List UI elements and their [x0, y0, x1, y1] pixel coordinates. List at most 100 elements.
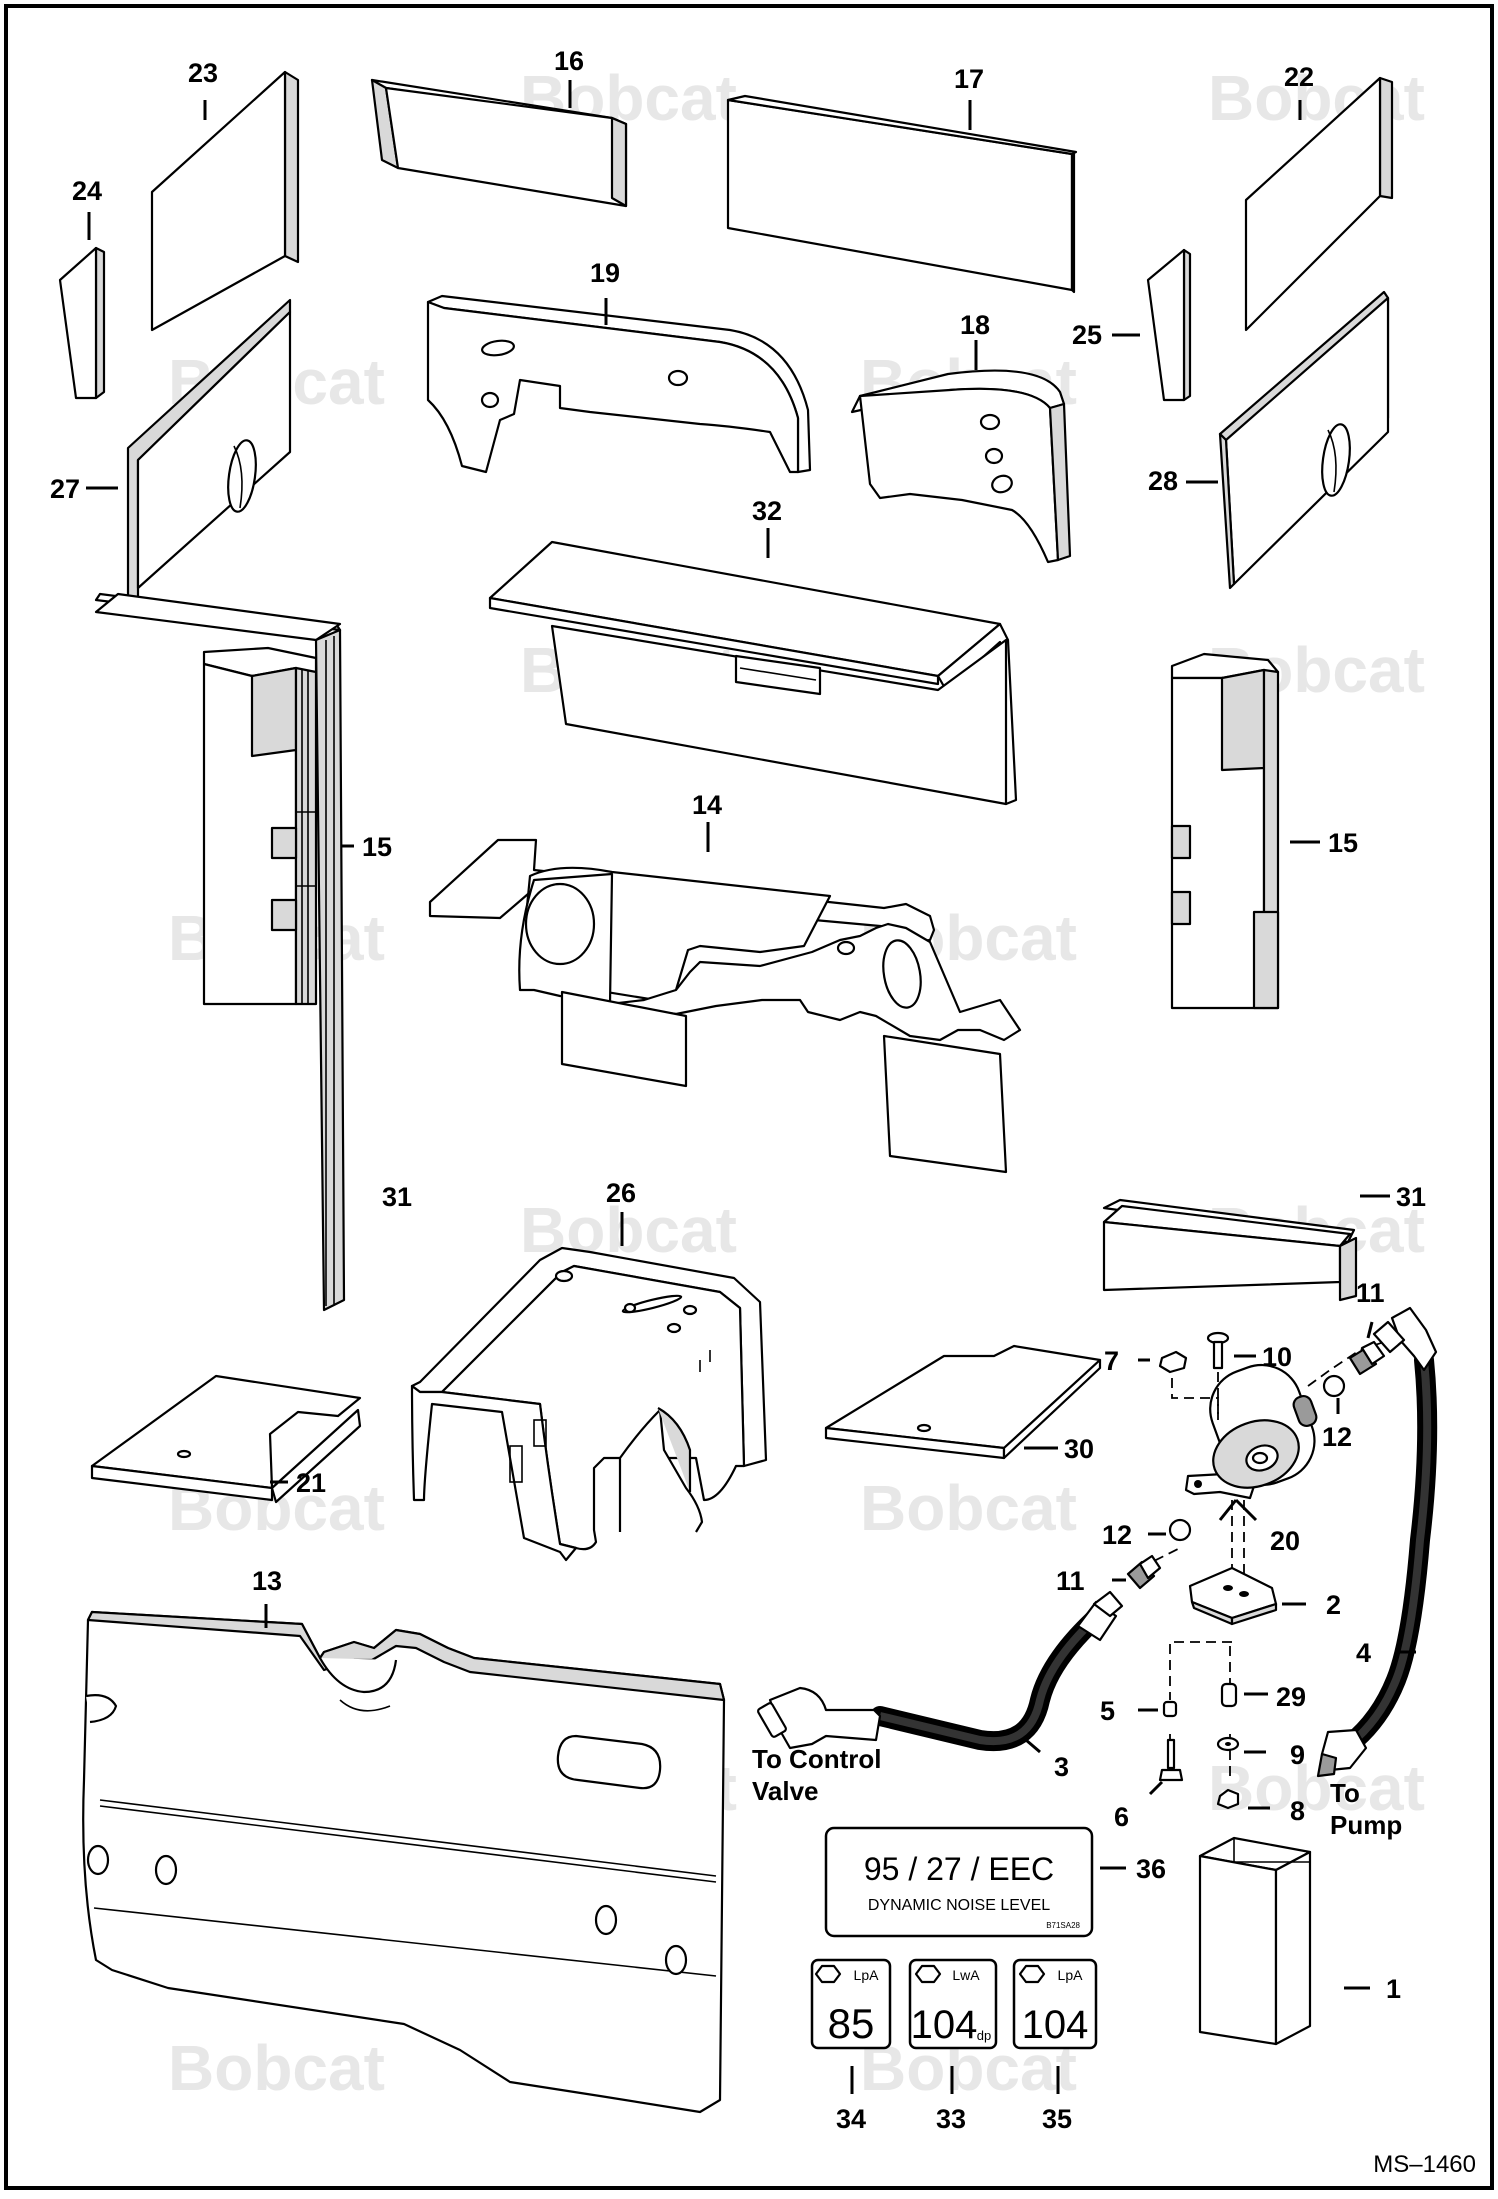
callout-30: 30	[1064, 1434, 1094, 1464]
part-4-hose	[1316, 1306, 1438, 1778]
decal-33-tag: LwA	[952, 1967, 980, 1983]
part-20-solenoid	[1184, 1363, 1318, 1522]
label-to-pump-2: Pump	[1330, 1810, 1402, 1840]
part-25-strip	[1112, 248, 1192, 402]
part-13-panel	[82, 1604, 726, 2114]
callout-7: 7	[1104, 1346, 1119, 1376]
decal-35-value: 104	[1022, 2003, 1089, 2047]
callout-31-right: 31	[1396, 1182, 1426, 1212]
callout-23: 23	[188, 58, 218, 88]
part-31-block-right	[1102, 1194, 1390, 1302]
callout-34: 34	[836, 2104, 866, 2134]
part-28-panel	[1186, 290, 1390, 590]
callout-9: 9	[1290, 1740, 1305, 1770]
part-2-bracket	[1188, 1566, 1306, 1626]
part-12-oring-bottom	[1148, 1518, 1192, 1542]
decal-33-value: 104	[911, 2003, 978, 2047]
part-29-spacer	[1220, 1682, 1268, 1708]
callout-11-top: 11	[1356, 1278, 1385, 1308]
part-11-fitting-bottom	[1112, 1554, 1162, 1590]
callout-32: 32	[752, 496, 782, 526]
part-16-strip	[370, 78, 628, 208]
callout-15-left: 15	[362, 832, 392, 862]
decal-35-tag: LpA	[1058, 1967, 1084, 1983]
part-17-panel	[726, 94, 1078, 294]
watermark-14: Bobcat	[1208, 1752, 1425, 1824]
part-5-spacer	[1138, 1700, 1178, 1718]
leader-lines	[1218, 1499, 1238, 1521]
part-9-washer	[1216, 1736, 1266, 1754]
part-31-block-left	[94, 592, 346, 1312]
callout-12-top: 12	[1322, 1422, 1352, 1452]
part-32-shelf	[488, 528, 1018, 806]
decal-36-eec	[824, 1826, 1126, 1938]
callout-8: 8	[1290, 1796, 1305, 1826]
callout-3: 3	[1054, 1752, 1069, 1782]
callout-15-right: 15	[1328, 828, 1358, 858]
callout-21: 21	[296, 1468, 326, 1498]
callout-1: 1	[1386, 1974, 1401, 2004]
part-18-plate	[850, 340, 1072, 564]
callout-35: 35	[1042, 2104, 1072, 2134]
callout-10: 10	[1262, 1342, 1292, 1372]
callout-19: 19	[590, 258, 620, 288]
callout-14: 14	[692, 790, 722, 820]
part-23-panel	[150, 70, 300, 332]
decal-eec-title: 95 / 27 / EEC	[864, 1851, 1054, 1887]
decal-34-lpa	[810, 1958, 892, 2094]
decal-33-lwa	[908, 1958, 998, 2094]
callout-group: 23 16 17 22 24 19 18 25 27 28 32 15 14 1…	[50, 46, 1426, 2134]
decal-34-tag: LpA	[854, 1967, 880, 1983]
decal-33-suffix: dp	[977, 2028, 991, 2043]
decal-35-lpa	[1012, 1958, 1098, 2094]
part-8-nut	[1216, 1788, 1270, 1810]
callout-5: 5	[1100, 1696, 1115, 1726]
watermark-15: Bobcat	[168, 2032, 385, 2104]
part-14-bracket	[428, 822, 1022, 1174]
decal-eec-code: B71SA28	[1046, 1921, 1080, 1930]
callout-16: 16	[554, 46, 584, 76]
callout-26: 26	[606, 1178, 636, 1208]
callout-25: 25	[1072, 320, 1102, 350]
decal-eec-subtitle: DYNAMIC NOISE LEVEL	[868, 1897, 1050, 1914]
part-1-box	[1198, 1836, 1370, 2046]
callout-22: 22	[1284, 62, 1314, 92]
callout-11-bottom: 11	[1056, 1566, 1085, 1596]
callout-6: 6	[1114, 1802, 1129, 1832]
part-21-plate	[90, 1374, 362, 1504]
callout-4: 4	[1356, 1638, 1371, 1668]
part-22-panel	[1244, 76, 1394, 332]
callout-17: 17	[954, 64, 984, 94]
callout-20: 20	[1270, 1526, 1300, 1556]
label-to-pump-1: To	[1330, 1778, 1360, 1808]
callout-12-bottom: 12	[1102, 1520, 1132, 1550]
diagram-border	[4, 4, 1494, 2190]
part-30-plate	[824, 1344, 1102, 1460]
decal-34-value: 85	[828, 2000, 875, 2047]
label-to-control-valve-2: Valve	[752, 1776, 819, 1806]
drawing-id: MS–1460	[1373, 2151, 1476, 2178]
part-12-oring-top	[1322, 1374, 1346, 1414]
part-19-plate	[426, 294, 812, 474]
part-27-panel	[86, 298, 292, 600]
part-3-hose	[757, 1590, 1124, 1754]
part-26-cover	[410, 1212, 768, 1562]
part-6-screw	[1148, 1738, 1184, 1796]
callout-36: 36	[1136, 1854, 1166, 1884]
part-15-stack-left	[202, 646, 354, 1006]
callout-18: 18	[960, 310, 990, 340]
callout-28: 28	[1148, 466, 1178, 496]
callout-13: 13	[252, 1566, 282, 1596]
part-10-bolt	[1206, 1331, 1256, 1370]
part-24-strip	[58, 212, 106, 400]
callout-31-left: 31	[382, 1182, 412, 1212]
part-15-stack-right	[1170, 652, 1320, 1010]
callout-29: 29	[1276, 1682, 1306, 1712]
watermark-12: Bobcat	[860, 1472, 1077, 1544]
part-11-fitting-top	[1348, 1321, 1386, 1376]
callout-24: 24	[72, 176, 102, 206]
callout-2: 2	[1326, 1590, 1341, 1620]
callout-27: 27	[50, 474, 80, 504]
